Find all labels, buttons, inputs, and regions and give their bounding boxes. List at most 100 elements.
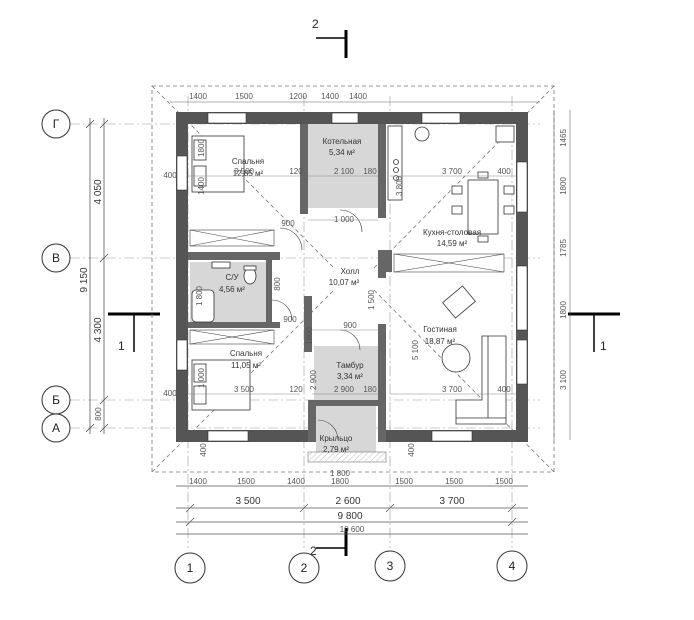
dim-bot1-2: 1400	[287, 477, 305, 486]
room-name-bath: С/У	[225, 273, 239, 282]
dim-top-1: 1500	[235, 92, 253, 101]
axis-label-b: Б	[52, 393, 60, 407]
axis-label-1: 1	[187, 561, 194, 575]
dim-door900c: 900	[343, 321, 357, 330]
dim-bath-h: 1 800	[195, 285, 204, 306]
room-name-porch: Крыльцо	[320, 434, 353, 443]
dim-k-h: 3 800	[395, 175, 404, 196]
axis-label-a: А	[52, 421, 60, 435]
dim-h120a: 120	[289, 167, 303, 176]
dim-b2-w: 3 500	[234, 385, 255, 394]
room-area-kitchen: 14,59 м²	[437, 239, 468, 248]
right-dimension-chain	[553, 110, 571, 440]
dim-bot1-1: 1500	[237, 477, 255, 486]
door-swings	[271, 209, 363, 441]
section-mark-right: 1	[568, 312, 620, 353]
dim-left-a: 4 050	[93, 179, 104, 204]
room-name-hall: Холл	[341, 267, 360, 276]
dim-hall-h: 1 500	[367, 289, 376, 310]
dim-vest-w: 2 900	[334, 385, 355, 394]
dim-bot2-2: 3 700	[439, 496, 464, 507]
dim-b1-left: 400	[163, 171, 177, 180]
axis-bubbles-bottom: 1 2 3 4	[174, 550, 528, 584]
interior-walls	[188, 124, 392, 442]
dim-boiler-door: 1 000	[334, 215, 355, 224]
dim-bot1-0: 1400	[189, 477, 207, 486]
dim-right-3: 1800	[559, 301, 568, 319]
dim-porch-right: 400	[407, 443, 416, 457]
room-name-boiler: Котельная	[323, 137, 362, 146]
dim-left-b: 4 300	[93, 317, 104, 342]
dim-left-total: 9 150	[79, 267, 90, 292]
porch-steps	[307, 451, 387, 463]
dim-left-c: 800	[94, 407, 103, 421]
axis-label-v: В	[52, 251, 60, 265]
kitchen-furniture	[387, 125, 515, 243]
dim-bot1-3: 1800	[331, 477, 349, 486]
dim-porch-w: 1 800	[330, 469, 351, 478]
bottom-dimension-chains	[176, 485, 528, 535]
room-area-hall: 10,07 м²	[329, 278, 360, 287]
dim-b1-h2: 1400	[197, 177, 206, 195]
dim-liv-h: 5 100	[411, 339, 420, 360]
dim-door900a: 900	[281, 219, 295, 228]
dim-b2-h: 2 900	[309, 369, 318, 390]
dim-k-width: 3 700	[442, 167, 463, 176]
axis-label-2: 2	[301, 561, 308, 575]
section-label-left: 1	[118, 339, 125, 353]
left-dimensions	[85, 118, 109, 434]
room-name-bedroom2: Спальня	[230, 349, 262, 358]
dim-bot2-1: 2 600	[335, 496, 360, 507]
axis-label-3: 3	[387, 559, 394, 573]
section-mark-bottom: 2	[310, 528, 348, 558]
dim-right-2: 1785	[559, 239, 568, 257]
dim-boiler-side: 180	[363, 167, 377, 176]
dim-total: 9 800	[337, 511, 362, 522]
wardrobes	[189, 229, 505, 345]
axis-label-4: 4	[509, 559, 516, 573]
dim-b2-left: 400	[163, 389, 177, 398]
dim-top-2: 1200	[289, 92, 307, 101]
dim-k-right: 400	[497, 167, 511, 176]
room-name-bedroom1: Спальня	[232, 157, 264, 166]
dim-b2-h2: 1 000	[197, 367, 206, 388]
living-furniture	[441, 285, 507, 425]
axis-label-g: Г	[53, 117, 60, 131]
room-area-porch: 2,79 м²	[323, 445, 349, 454]
dim-bath-w: 800	[273, 277, 282, 291]
dim-vest-side: 180	[363, 385, 377, 394]
room-area-bath: 4,56 м²	[219, 285, 245, 294]
dim-right-1: 1800	[559, 177, 568, 195]
dim-door900b: 900	[283, 315, 297, 324]
room-area-living: 18,87 м²	[425, 337, 456, 346]
dim-b1-width: 3 500	[234, 167, 255, 176]
dim-total-outer: 10 600	[340, 525, 365, 534]
dim-liv-right: 400	[497, 385, 511, 394]
dim-top-0: 1400	[189, 92, 207, 101]
section-mark-left: 1	[108, 312, 160, 353]
section-label-top: 2	[312, 17, 319, 31]
dim-bot1-5: 1500	[445, 477, 463, 486]
dim-bot1-4: 1500	[395, 477, 413, 486]
room-name-kitchen: Кухня-столовая	[423, 228, 481, 237]
section-mark-top: 2	[312, 17, 348, 58]
dim-boiler-w: 2 100	[334, 167, 355, 176]
dim-h120b: 120	[289, 385, 303, 394]
dim-top-4: 1400	[349, 92, 367, 101]
room-area-bedroom1: 12,85 м²	[233, 169, 264, 178]
bathroom-fixtures	[191, 261, 257, 323]
room-name-living: Гостиная	[423, 325, 457, 334]
dim-bot1-6: 1500	[495, 477, 513, 486]
inner-dimension-lines	[188, 175, 516, 395]
dim-right-4: 3 100	[559, 369, 568, 390]
axis-bubbles-left: Г В Б А	[41, 109, 71, 443]
room-area-boiler: 5,34 м²	[329, 148, 355, 157]
beds	[191, 135, 251, 411]
room-area-bedroom2: 11,05 м²	[231, 361, 261, 370]
windows	[176, 112, 528, 442]
dim-top-3: 1400	[321, 92, 339, 101]
dim-b1-h1: 1800	[197, 139, 206, 157]
dim-liv-w: 3 700	[442, 385, 463, 394]
room-area-vestibule: 3,34 м²	[337, 372, 363, 381]
